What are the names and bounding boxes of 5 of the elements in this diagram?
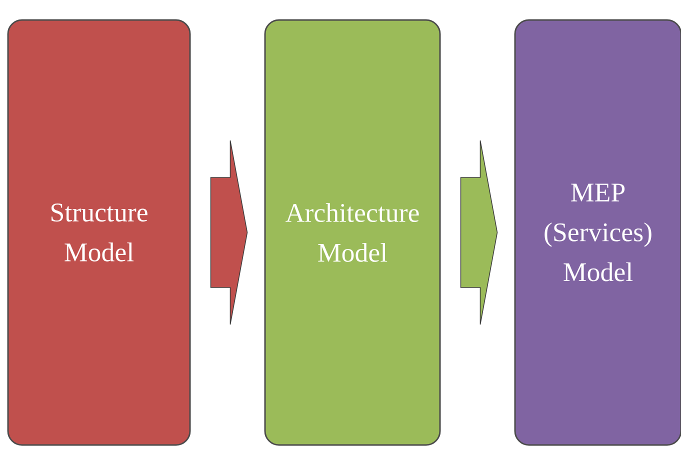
block-arrow xyxy=(210,140,248,325)
model-box: Architecture Model xyxy=(264,19,441,446)
model-box: Structure Model xyxy=(7,19,191,446)
block-arrow xyxy=(460,140,498,325)
model-box: MEP (Services) Model xyxy=(514,19,681,446)
